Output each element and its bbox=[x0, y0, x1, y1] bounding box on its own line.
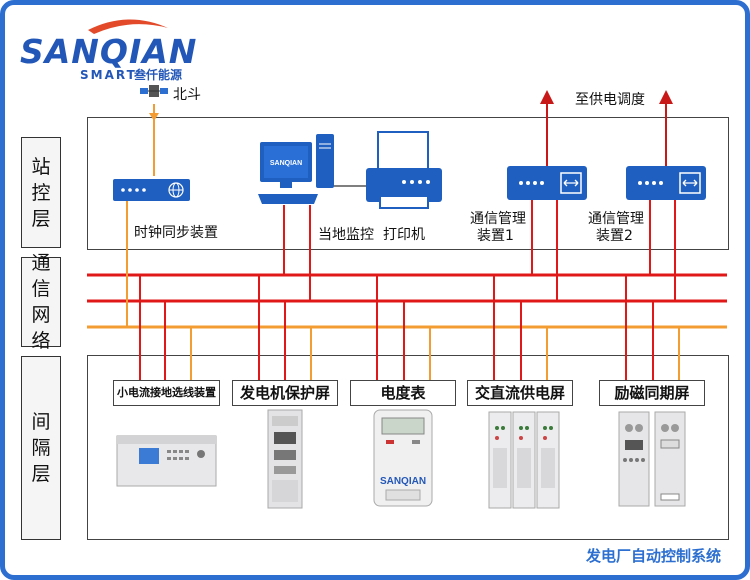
layer-bay: 间隔层 bbox=[21, 356, 61, 540]
bay-device-generator-protection: 发电机保护屏 bbox=[232, 380, 338, 406]
satellite-icon bbox=[140, 80, 168, 104]
energy-meter-image: SANQIAN bbox=[350, 408, 456, 512]
svg-text:SANQIAN: SANQIAN bbox=[270, 160, 302, 167]
ground-selector-image bbox=[113, 408, 220, 512]
bay-device-ground-selector: 小电流接地选线装置 bbox=[113, 380, 220, 406]
comm-mgmt-1-label-line1: 通信管理 bbox=[470, 211, 526, 227]
comm-mgmt-1-label-line2: 装置1 bbox=[477, 228, 514, 244]
dispatch-label: 至供电调度 bbox=[575, 92, 645, 108]
layer-station: 站控层 bbox=[21, 137, 61, 248]
layer-network: 通信网络 bbox=[21, 252, 61, 352]
bay-device-excitation-sync: 励磁同期屏 bbox=[599, 380, 705, 406]
meter-brand: SANQIAN bbox=[380, 476, 426, 487]
acdc-supply-image bbox=[467, 408, 573, 512]
bay-device-acdc-supply: 交直流供电屏 bbox=[467, 380, 573, 406]
logo-sub: SMART bbox=[80, 68, 137, 82]
comm-mgmt-2-label-line2: 装置2 bbox=[596, 228, 633, 244]
logo-name: SANQIAN bbox=[20, 32, 198, 71]
printer-icon bbox=[366, 130, 442, 212]
comm-mgmt-2-device bbox=[626, 166, 706, 200]
comm-mgmt-2-label-line1: 通信管理 bbox=[588, 211, 644, 227]
excitation-sync-image bbox=[599, 408, 705, 512]
logo-sub-cn: 叁仟能源 bbox=[134, 68, 183, 82]
printer-label: 打印机 bbox=[383, 227, 425, 243]
globe-icon bbox=[168, 182, 184, 198]
bay-device-energy-meter: 电度表 bbox=[350, 380, 456, 406]
clock-sync-label: 时钟同步装置 bbox=[134, 225, 218, 241]
logo-swoosh-icon bbox=[88, 19, 168, 34]
beidou-arrow bbox=[149, 113, 159, 121]
logo: SANQIAN SMART 叁仟能源 bbox=[18, 12, 198, 82]
beidou-label: 北斗 bbox=[173, 87, 201, 103]
clock-sync-device bbox=[113, 179, 190, 201]
generator-protection-image bbox=[232, 408, 338, 512]
footer-title: 发电厂自动控制系统 bbox=[586, 547, 722, 565]
comm-mgmt-1-device bbox=[507, 166, 587, 200]
monitor-computer-icon: SANQIAN bbox=[258, 132, 338, 207]
monitor-label: 当地监控 bbox=[318, 227, 374, 243]
